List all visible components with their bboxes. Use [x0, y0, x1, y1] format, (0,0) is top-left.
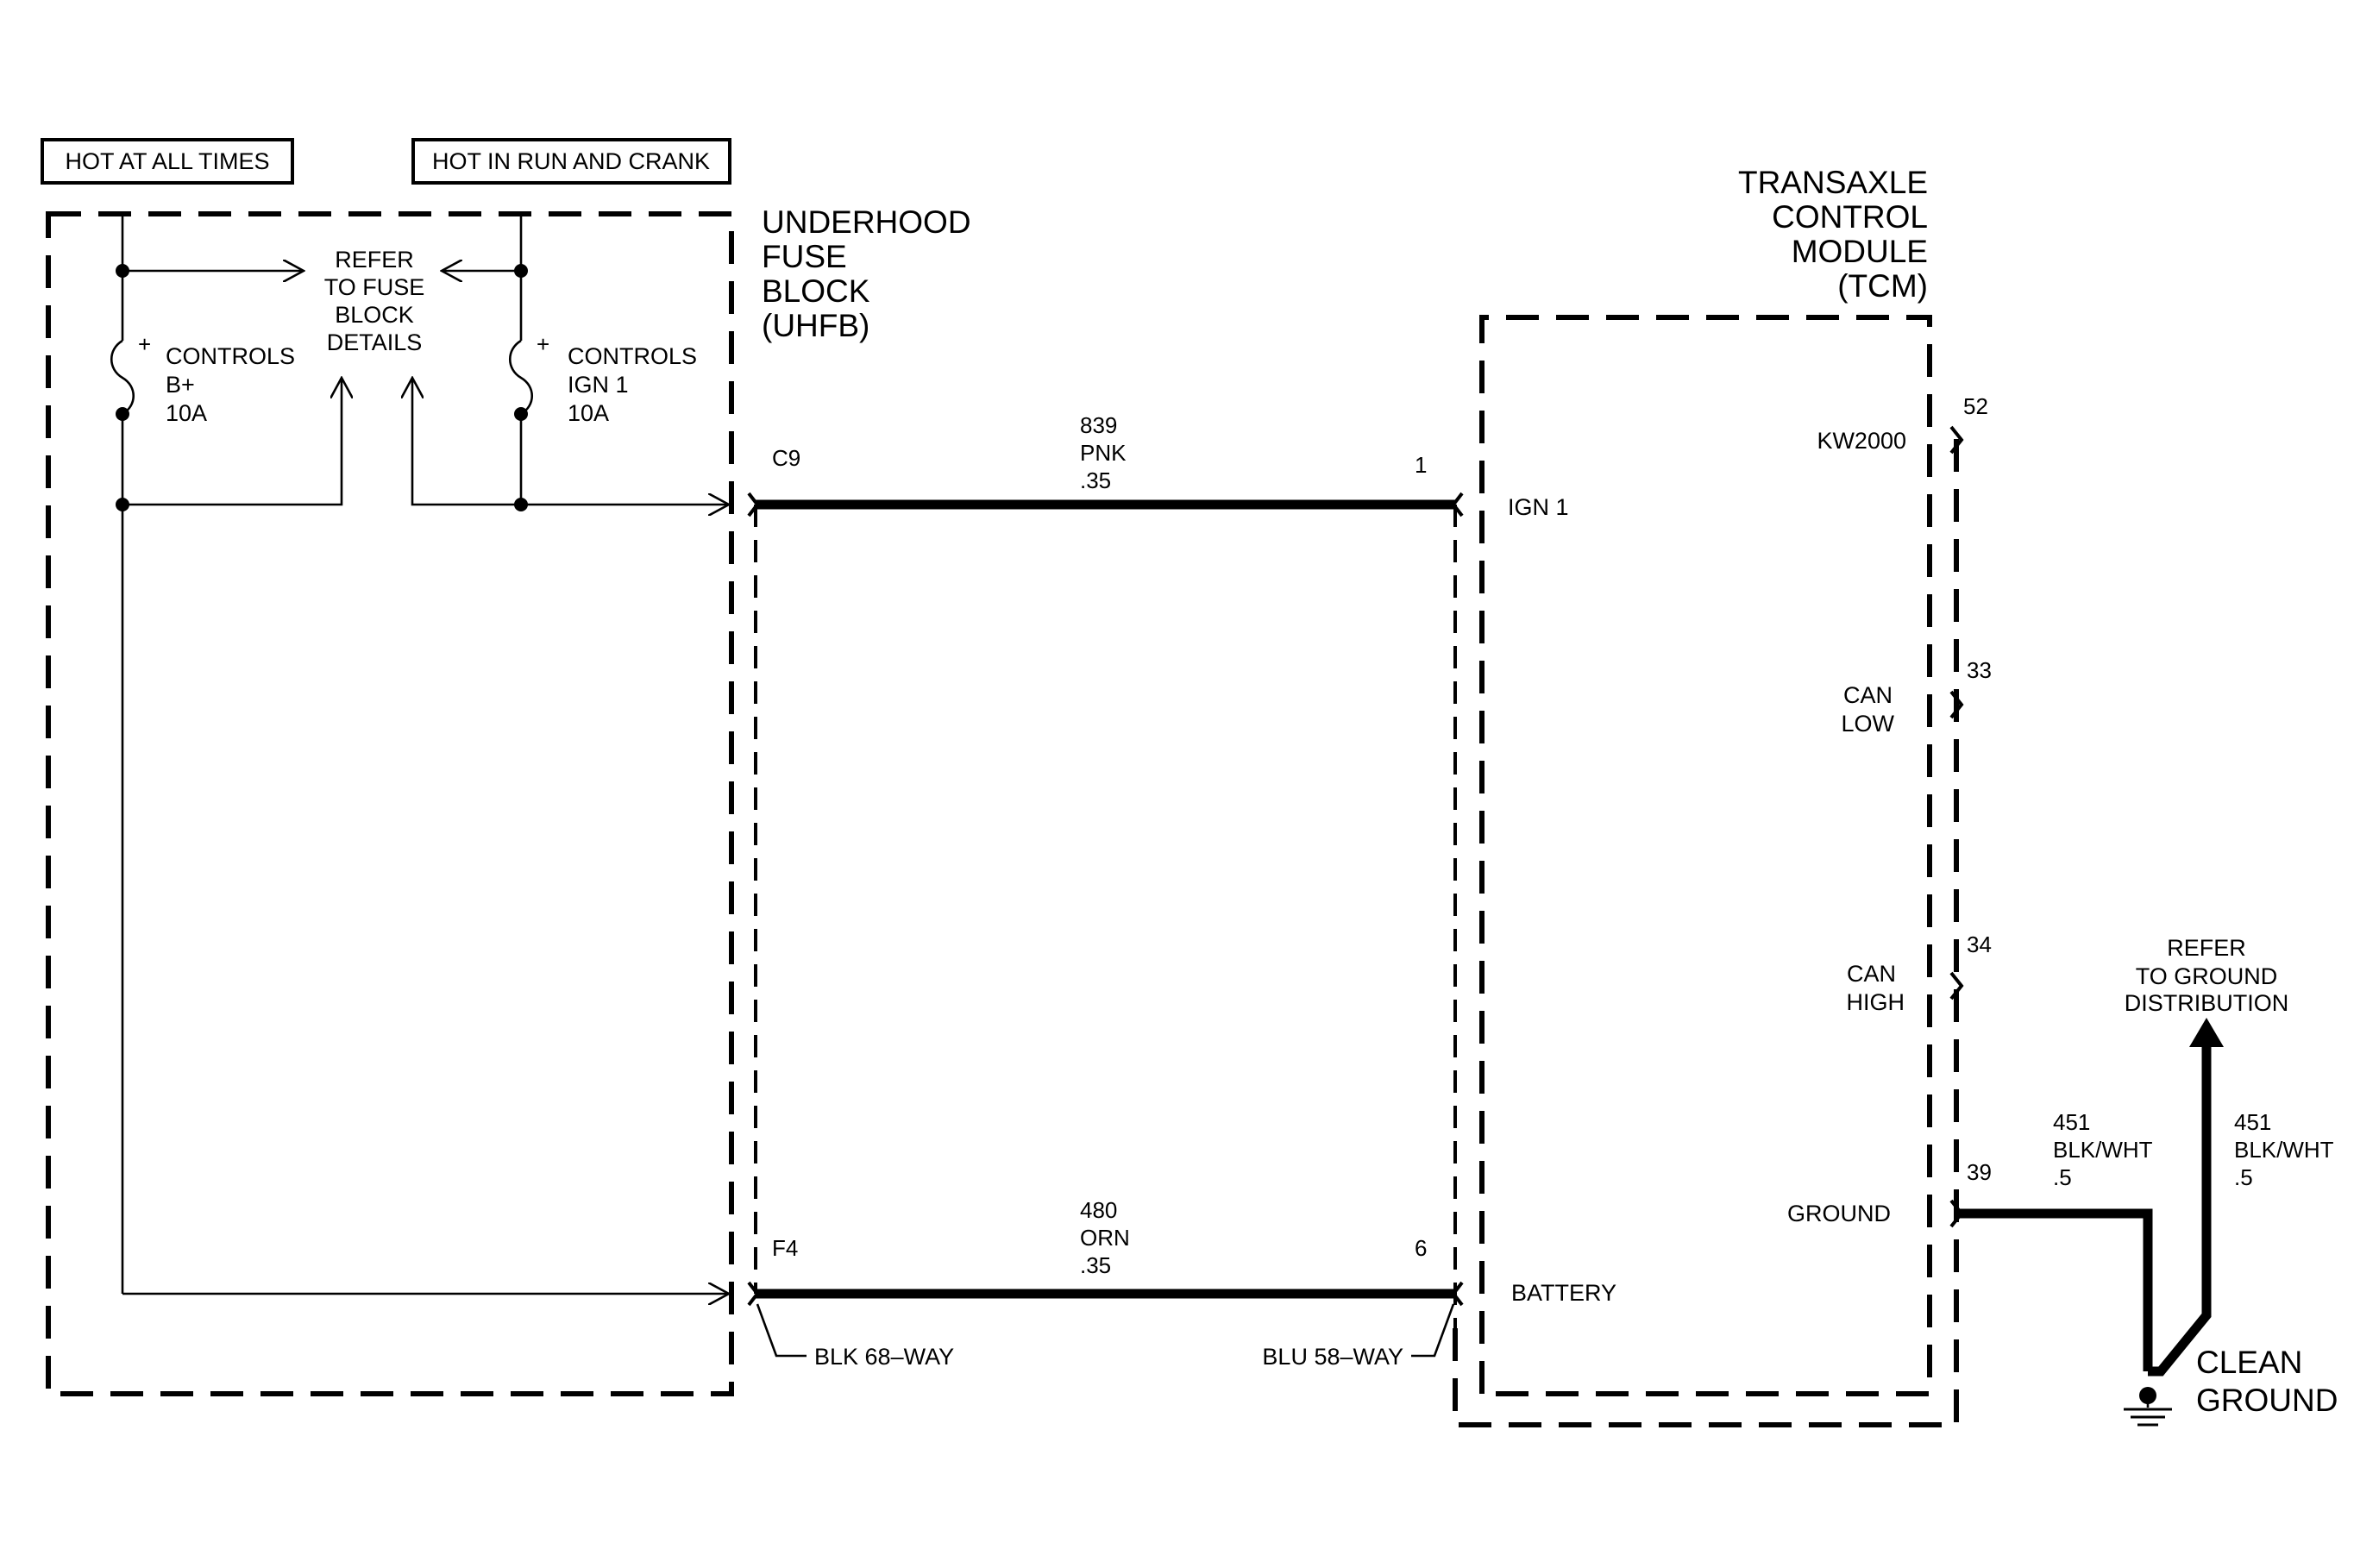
- hot-in-run-and-crank-label: HOT IN RUN AND CRANK: [411, 138, 731, 185]
- uhfb-boundary: [46, 211, 734, 1396]
- tcm-connector-outline: [1453, 423, 1959, 1427]
- clean-ground-line-2: GROUND: [2196, 1383, 2338, 1418]
- refer-ground-arrow: [2189, 1018, 2224, 1047]
- wire-451-right-gauge: .5: [2234, 1164, 2253, 1190]
- wire-451-left-color: BLK/WHT: [2053, 1137, 2153, 1163]
- tcm-battery-label: BATTERY: [1511, 1280, 1616, 1306]
- uhfb-title-line-3: BLOCK: [762, 273, 870, 309]
- fuse-right-line-1: CONTROLS: [568, 343, 697, 369]
- wire-839-circuit: 839: [1080, 412, 1117, 438]
- fuse-left-line-2: B+: [166, 372, 195, 398]
- blk-68way-label: BLK 68–WAY: [814, 1344, 954, 1370]
- uhfb-title-line-4: (UHFB): [762, 308, 869, 343]
- tcm-can-low-line-2: LOW: [1841, 711, 1894, 737]
- ground-symbol: [2124, 1387, 2172, 1427]
- wire-480-label: 480 ORN .35: [1080, 1197, 1130, 1278]
- fuse-left-line-1: CONTROLS: [166, 343, 295, 369]
- splice-dot: [514, 407, 528, 421]
- refer-ground-line-2: TO GROUND: [2136, 963, 2278, 989]
- wire-451-left-label: 451 BLK/WHT .5: [2053, 1109, 2153, 1190]
- wire-451-left-gauge: .5: [2053, 1164, 2072, 1190]
- tcm-ign1-label: IGN 1: [1508, 494, 1569, 520]
- uhfb-title-line-2: FUSE: [762, 239, 847, 274]
- refer-fuse-block-details: REFER TO FUSE BLOCK DETAILS: [324, 247, 425, 355]
- refer-ground-line-3: DISTRIBUTION: [2125, 990, 2289, 1016]
- wire-480-circuit: 480: [1080, 1197, 1117, 1223]
- connector-c9-label: C9: [772, 445, 800, 471]
- left-bus: +: [110, 214, 729, 1294]
- fuse-polarity-right: +: [537, 331, 549, 357]
- ground-wire-451-right: [2148, 1045, 2212, 1377]
- tcm-pin-34-terminal: [1949, 971, 1964, 1000]
- fuse-b-plus-symbol: [110, 339, 135, 416]
- refer-fuse-line-1: REFER: [335, 247, 414, 273]
- clean-ground-line-1: CLEAN: [2196, 1345, 2302, 1380]
- fuse-right-line-3: 10A: [568, 400, 609, 426]
- wire-451-left-circuit: 451: [2053, 1109, 2090, 1135]
- refer-fuse-line-4: DETAILS: [327, 329, 423, 355]
- wire-451-right-color: BLK/WHT: [2234, 1137, 2334, 1163]
- uhfb-title-line-1: UNDERHOOD: [762, 204, 971, 240]
- fuse-ign1-label: CONTROLS IGN 1 10A: [568, 343, 697, 426]
- fuse-b-plus-label: CONTROLS B+ 10A: [166, 343, 295, 426]
- tcm-pin-33-terminal: [1949, 690, 1964, 719]
- fuse-right-line-2: IGN 1: [568, 372, 629, 398]
- refer-fuse-line-3: BLOCK: [335, 302, 414, 328]
- wire-839-label: 839 PNK .35: [1080, 412, 1127, 493]
- fuse-ign1-symbol: [508, 339, 534, 416]
- hot-at-all-times-label: HOT AT ALL TIMES: [41, 138, 294, 185]
- hot-at-all-times-text: HOT AT ALL TIMES: [65, 148, 269, 174]
- tcm-ground-label: GROUND: [1787, 1201, 1891, 1226]
- tcm-title-line-2: CONTROL: [1772, 199, 1928, 235]
- wire-480-color: ORN: [1080, 1225, 1130, 1251]
- blu-58way-leader: [1411, 1303, 1455, 1358]
- tcm-title-line-1: TRANSAXLE: [1738, 165, 1928, 200]
- wire-451-right-label: 451 BLK/WHT .5: [2234, 1109, 2334, 1190]
- ground-wire-451-left: [1956, 1208, 2153, 1371]
- tcm-pin-1-label: 1: [1415, 452, 1427, 478]
- refer-fuse-line-2: TO FUSE: [324, 274, 425, 300]
- hot-in-run-and-crank-text: HOT IN RUN AND CRANK: [432, 148, 710, 174]
- tcm-boundary: [1479, 315, 1932, 1396]
- tcm-can-high-line-2: HIGH: [1847, 989, 1905, 1015]
- tcm-can-low-line-1: CAN: [1843, 682, 1893, 708]
- tcm-pin-33-label: 33: [1967, 657, 1992, 683]
- tcm-pin-39-label: 39: [1967, 1159, 1992, 1185]
- tcm-kw2000-label: KW2000: [1817, 428, 1906, 454]
- fuse-polarity-left: +: [138, 331, 151, 357]
- splice-dot: [116, 407, 129, 421]
- tcm-title-line-4: (TCM): [1837, 268, 1928, 304]
- tcm-can-high-line-1: CAN: [1847, 961, 1896, 987]
- tcm-pin-6-label: 6: [1415, 1235, 1427, 1261]
- fuse-left-line-3: 10A: [166, 400, 207, 426]
- connector-f4-label: F4: [772, 1235, 798, 1261]
- refer-ground-distribution: REFER TO GROUND DISTRIBUTION: [2125, 935, 2289, 1016]
- wire-451-right-circuit: 451: [2234, 1109, 2271, 1135]
- tcm-pin-52-terminal: [1949, 425, 1964, 455]
- blu-58way-label: BLU 58–WAY: [1262, 1344, 1403, 1370]
- right-bus: +: [412, 214, 729, 511]
- wire-839-color: PNK: [1080, 440, 1127, 466]
- tcm-pin-34-label: 34: [1967, 931, 1992, 957]
- wire-839-gauge: .35: [1080, 467, 1111, 493]
- wire-480-gauge: .35: [1080, 1252, 1111, 1278]
- tcm-title-line-3: MODULE: [1792, 234, 1928, 269]
- refer-ground-line-1: REFER: [2167, 935, 2246, 961]
- tcm-title: TRANSAXLE CONTROL MODULE (TCM): [1738, 165, 1928, 304]
- tcm-pin-52-label: 52: [1963, 393, 1988, 419]
- uhfb-title: UNDERHOOD FUSE BLOCK (UHFB): [762, 204, 971, 343]
- clean-ground-label: CLEAN GROUND: [2196, 1345, 2338, 1418]
- blk-68way-leader: [756, 1303, 807, 1358]
